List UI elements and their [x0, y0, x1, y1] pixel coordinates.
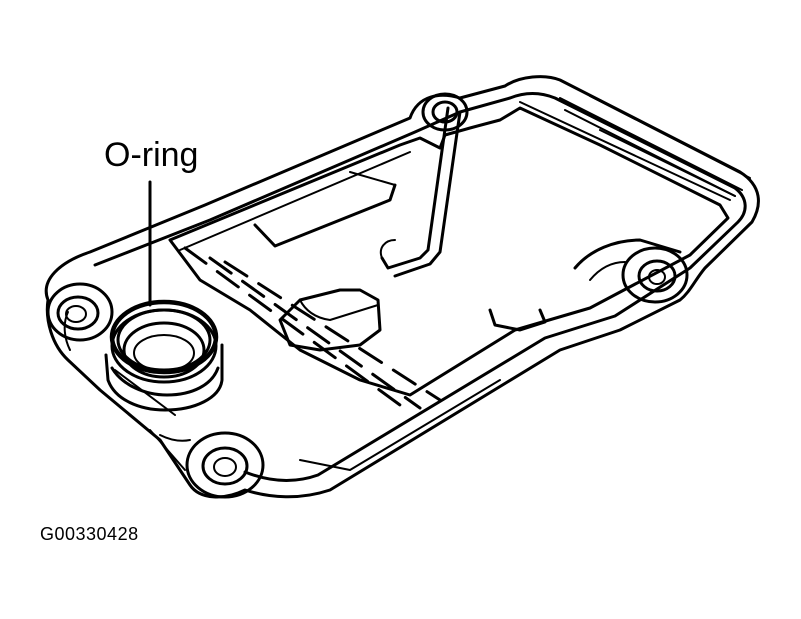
figure-id: G00330428 [40, 524, 139, 544]
o-ring [109, 299, 219, 375]
bolt-hole-top [421, 92, 469, 132]
o-ring-callout-label: O-ring [104, 136, 199, 174]
bolt-hole-right [621, 246, 689, 304]
bolt-hole-bottom [185, 431, 265, 499]
bolt-hole-left [46, 282, 114, 342]
